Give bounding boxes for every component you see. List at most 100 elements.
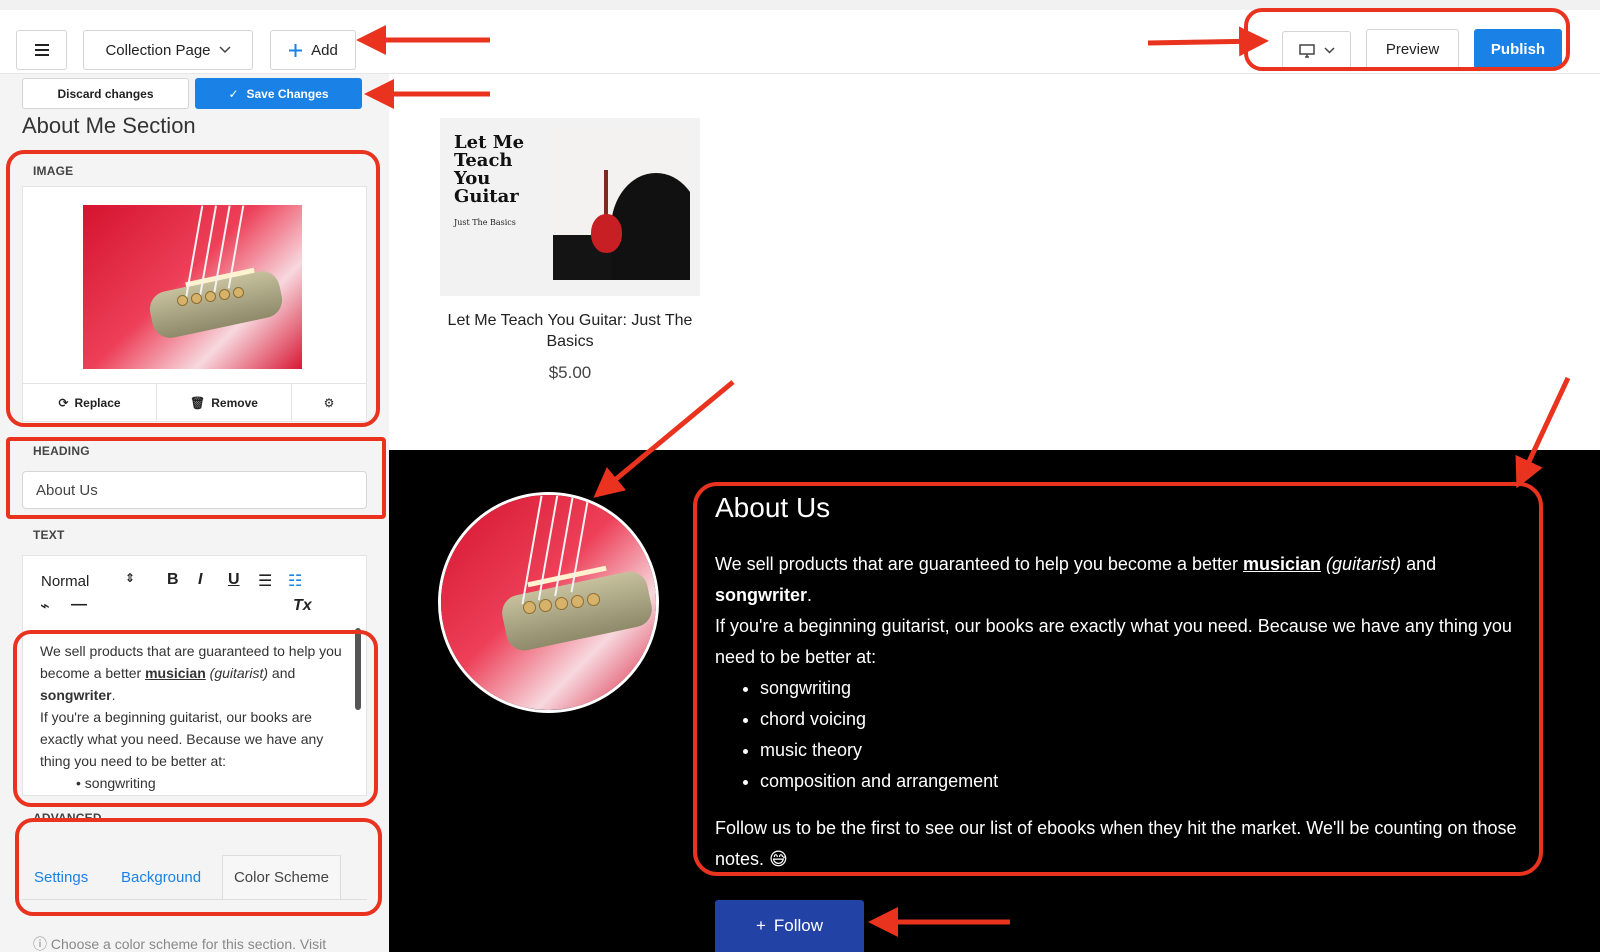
about-intro: We sell products that are guaranteed to …	[715, 554, 1243, 574]
about-body: We sell products that are guaranteed to …	[715, 549, 1535, 875]
image-panel: ⟳Replace 🗑 Remove ⚙	[22, 186, 367, 422]
editor-content[interactable]: We sell products that are guaranteed to …	[40, 640, 343, 794]
clear-format-icon[interactable]: Tx	[293, 597, 312, 614]
follow-button[interactable]: + Follow	[715, 900, 864, 952]
add-button-label: Add	[311, 41, 338, 59]
editor-bullet: • songwriting	[76, 775, 156, 791]
format-chevron-icon: ⇕	[125, 571, 136, 585]
book-title: Let Me Teach You Guitar	[454, 132, 525, 207]
bridge-pin	[205, 291, 216, 302]
list-item: music theory	[760, 735, 1535, 766]
color-scheme-hint: ⓘ Choose a color scheme for this section…	[33, 934, 326, 952]
save-changes-button[interactable]: ✓ Save Changes	[195, 78, 362, 109]
text-label: TEXT	[33, 528, 65, 542]
add-button[interactable]: Add	[270, 30, 356, 70]
editor-and: and	[268, 665, 296, 681]
bridge-pin	[523, 601, 536, 614]
bullet-list-icon[interactable]: ☷	[288, 573, 303, 590]
guitar-bridge-image[interactable]	[83, 205, 302, 369]
about-songwriter: songwriter	[715, 585, 808, 605]
string-line	[554, 495, 574, 597]
editor-intro: We sell products that are guaranteed to …	[40, 643, 342, 681]
device-preview-selector[interactable]	[1282, 31, 1351, 69]
person-silhouette	[611, 173, 690, 280]
guitar-body	[591, 214, 622, 253]
preview-button[interactable]: Preview	[1366, 29, 1459, 69]
publish-button[interactable]: Publish	[1474, 29, 1562, 69]
discard-changes-button[interactable]: Discard changes	[22, 78, 189, 109]
editor-musician-link[interactable]: musician	[145, 665, 206, 681]
about-image	[438, 492, 659, 713]
bridge-pin	[587, 593, 600, 606]
bridge-pin	[191, 293, 202, 304]
numbered-list-icon[interactable]: ☰	[258, 573, 273, 590]
hamburger-icon	[34, 44, 49, 56]
image-label: IMAGE	[33, 164, 74, 178]
string-line	[570, 495, 590, 593]
bold-icon[interactable]: B	[167, 571, 179, 588]
advanced-highlight	[15, 818, 382, 916]
info-icon: ⓘ	[33, 936, 51, 952]
editor-guitarist: (guitarist)	[209, 665, 269, 681]
product-name[interactable]: Let Me Teach You Guitar: Just The Basics	[447, 312, 693, 350]
heading-label: HEADING	[33, 444, 90, 458]
plus-icon	[289, 43, 303, 57]
bridge-pin	[233, 287, 244, 298]
trash-icon: 🗑	[190, 395, 206, 410]
image-actions: ⟳Replace 🗑 Remove ⚙	[23, 383, 366, 421]
remove-image-button[interactable]: 🗑 Remove	[157, 384, 292, 421]
heading-highlight	[6, 437, 386, 519]
bridge-pin	[571, 595, 584, 608]
list-item: chord voicing	[760, 704, 1535, 735]
settings-tab[interactable]: Settings	[34, 869, 89, 886]
underline-icon[interactable]: U	[228, 571, 240, 588]
follow-label: Follow	[773, 916, 824, 935]
background-tab[interactable]: Background	[121, 869, 202, 886]
skills-list: songwriting chord voicing music theory c…	[760, 673, 1535, 797]
about-guitarist: (guitarist)	[1326, 554, 1402, 574]
section-title: About Me Section	[22, 113, 196, 138]
editor-beginner-text: If you're a beginning guitarist, our boo…	[40, 709, 324, 769]
bridge-pin	[555, 597, 568, 610]
book-subtitle: Just The Basics	[454, 218, 516, 227]
save-changes-label: Save Changes	[246, 86, 329, 101]
editor-period: .	[111, 687, 116, 703]
bridge-pin	[177, 295, 188, 306]
link-icon[interactable]: ⌁	[40, 598, 50, 615]
color-scheme-tab[interactable]: Color Scheme	[222, 855, 341, 899]
product-price: $5.00	[548, 363, 592, 382]
list-item: songwriting	[760, 673, 1535, 704]
monitor-icon	[1299, 43, 1315, 58]
page-selector-label: Collection Page	[105, 41, 211, 59]
editor-scrollbar[interactable]	[355, 628, 361, 710]
heading-input[interactable]: About Us	[22, 471, 367, 509]
about-and: and	[1401, 554, 1437, 574]
advanced-tabs: Settings Background Color Scheme	[22, 849, 367, 900]
about-text-highlight	[693, 482, 1543, 876]
replace-image-button[interactable]: ⟳Replace	[23, 384, 157, 421]
about-musician-link[interactable]: musician	[1243, 554, 1322, 574]
bridge-pin	[219, 289, 230, 300]
about-beginner: If you're a beginning guitarist, our boo…	[715, 616, 1512, 667]
text-editor: Normal ⇕ B I U ☰ ☷ ⌁ — Tx We sell produc…	[22, 555, 367, 796]
guitar-neck	[604, 170, 608, 220]
hamburger-menu-button[interactable]	[16, 30, 67, 70]
format-dropdown[interactable]: Normal	[41, 573, 90, 590]
product-image[interactable]: Let Me Teach You Guitar Just The Basics	[440, 118, 700, 296]
plus-icon: +	[755, 916, 766, 935]
replace-icon: ⟳	[58, 395, 69, 410]
image-settings-button[interactable]: ⚙	[292, 384, 366, 421]
about-heading: About Us	[715, 492, 831, 523]
remove-label: Remove	[211, 395, 258, 410]
check-icon: ✓	[228, 86, 239, 101]
top-toolbar: Collection Page Add Preview Publish	[0, 0, 1600, 74]
device-chevron-down-icon	[1324, 46, 1335, 54]
rich-text-toolbar: Normal ⇕ B I U ☰ ☷ ⌁ — Tx	[23, 561, 366, 616]
italic-icon[interactable]: I	[198, 571, 203, 588]
about-follow-text: Follow us to be the first to see our lis…	[715, 818, 1517, 869]
about-period: .	[807, 585, 813, 605]
device-actions-highlight	[1244, 8, 1570, 71]
horizontal-rule-icon[interactable]: —	[71, 596, 87, 613]
page-selector[interactable]: Collection Page	[83, 30, 253, 70]
editor-songwriter: songwriter	[40, 687, 112, 703]
